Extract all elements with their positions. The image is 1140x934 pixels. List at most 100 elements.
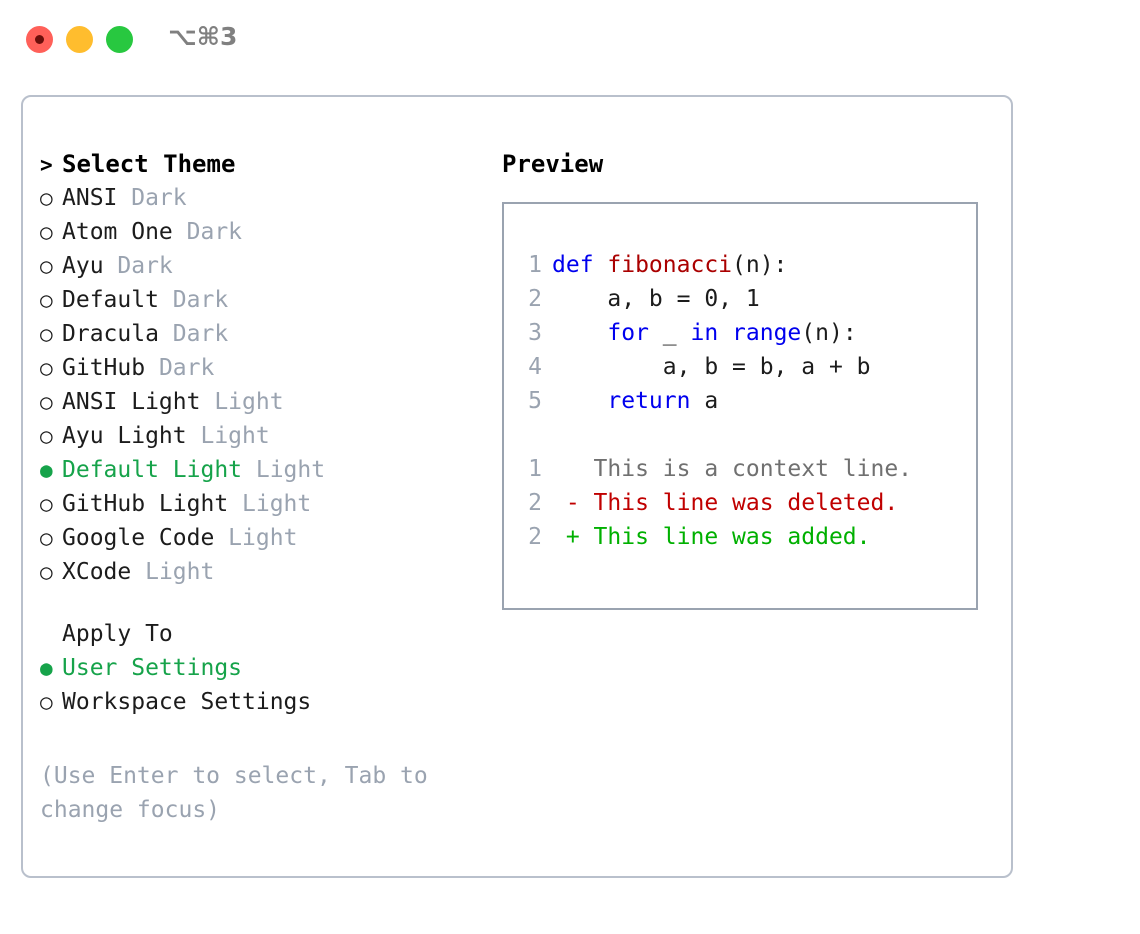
radio-unselected-icon: ○: [40, 526, 53, 550]
theme-name: Ayu Light: [62, 423, 187, 449]
diff-spacer: [516, 418, 968, 452]
diff-context-text: This is a context line.: [552, 456, 913, 482]
diff-line: 2 + This line was added.: [516, 520, 968, 554]
theme-list-item[interactable]: ○ Ayu Dark: [40, 249, 480, 283]
close-window-button[interactable]: [26, 26, 53, 53]
line-number: 1: [528, 456, 542, 482]
theme-list-item[interactable]: ○GitHub Light Light: [40, 487, 480, 521]
diff-line: 1 This is a context line.: [516, 452, 968, 486]
theme-kind-label: Dark: [145, 355, 215, 381]
theme-name: GitHub Light: [62, 491, 229, 517]
apply-to-item[interactable]: ●User Settings: [40, 651, 480, 685]
theme-list-item[interactable]: ● Default Light Light: [40, 453, 480, 487]
code-token-keyword: range: [732, 320, 802, 346]
theme-kind-label: Light: [186, 423, 270, 449]
apply-to-item[interactable]: ○Workspace Settings: [40, 685, 480, 719]
minimize-window-button[interactable]: [66, 26, 93, 53]
hint-spacer: [40, 719, 480, 753]
theme-name: Dracula: [62, 321, 159, 347]
code-line: 3 for _ in range(n):: [516, 316, 968, 350]
theme-kind-label: Light: [131, 559, 215, 585]
line-number: 2: [528, 490, 542, 516]
theme-list-item[interactable]: ○ANSI Dark: [40, 181, 480, 215]
radio-unselected-icon: ○: [40, 322, 53, 346]
code-token-plain: (n):: [732, 252, 788, 278]
code-line: 5 return a: [516, 384, 968, 418]
code-line: 4 a, b = b, a + b: [516, 350, 968, 384]
code-token-keyword: for: [607, 320, 649, 346]
maximize-window-button[interactable]: [106, 26, 133, 53]
code-token-plain: _: [648, 320, 691, 346]
theme-kind-label: Light: [242, 457, 326, 483]
code-token-plain: a: [690, 388, 719, 414]
theme-name: Ayu: [62, 253, 104, 279]
keyboard-hint: (Use Enter to select, Tab to change focu…: [40, 763, 428, 823]
theme-kind-label: Dark: [158, 287, 229, 313]
apply-to-label: Apply To: [62, 621, 173, 647]
main-panel: >Select Theme ○ANSI Dark○Atom One Dark○A…: [21, 95, 1013, 878]
theme-name: GitHub: [62, 355, 146, 381]
theme-list: ○ANSI Dark○Atom One Dark○Ayu Dark○Defaul…: [40, 181, 480, 589]
code-token-plain: (n):: [801, 320, 857, 346]
diff-line: 2 - This line was deleted.: [516, 486, 968, 520]
code-token-plain: [552, 388, 607, 414]
theme-kind-label: Dark: [103, 253, 173, 279]
theme-name: XCode: [62, 559, 132, 585]
theme-kind-label: Light: [214, 525, 298, 551]
theme-list-item[interactable]: ○Ayu Light Light: [40, 419, 480, 453]
apply-to-header: ○Apply To: [40, 617, 480, 651]
line-number: 2: [528, 286, 542, 312]
theme-kind-label: Light: [200, 389, 284, 415]
theme-kind-label: Dark: [117, 185, 187, 211]
line-number: 2: [528, 524, 542, 550]
theme-kind-label: Dark: [172, 219, 243, 245]
blank-marker-icon: ○: [40, 617, 62, 651]
theme-name: ANSI Light: [62, 389, 201, 415]
theme-list-item[interactable]: ○ XCode Light: [40, 555, 480, 589]
code-token-keyword: return: [607, 388, 691, 414]
page-title: Select Theme: [62, 150, 236, 178]
diff-deleted-text: - This line was deleted.: [552, 490, 899, 516]
radio-unselected-icon: ○: [40, 220, 53, 244]
theme-list-item[interactable]: ○Google Code Light: [40, 521, 480, 555]
theme-name: Default: [62, 287, 159, 313]
theme-list-item[interactable]: ○ Dracula Dark: [40, 317, 480, 351]
window-titlebar: ⌥⌘3: [0, 0, 1140, 78]
code-token-plain: [718, 320, 732, 346]
theme-list-item[interactable]: ○ Default Dark: [40, 283, 480, 317]
theme-picker-header: > Select Theme: [40, 147, 480, 181]
theme-name: ANSI: [62, 185, 118, 211]
radio-unselected-icon: ○: [40, 560, 53, 584]
line-number: 5: [528, 388, 542, 414]
radio-selected-icon: ●: [40, 458, 53, 482]
code-token-plain: a, b = b, a + b: [552, 354, 871, 380]
radio-unselected-icon: ○: [40, 288, 53, 312]
section-spacer: [40, 589, 480, 617]
code-token-keyword: in: [690, 320, 719, 346]
theme-list-item[interactable]: ○Atom One Dark: [40, 215, 480, 249]
radio-unselected-icon: ○: [40, 254, 53, 278]
theme-list-item[interactable]: ○ANSI Light Light: [40, 385, 480, 419]
code-line: 2 a, b = 0, 1: [516, 282, 968, 316]
prompt-caret-icon: >: [40, 153, 53, 177]
theme-kind-label: Dark: [158, 321, 229, 347]
diff-added-text: + This line was added.: [552, 524, 871, 550]
apply-to-list: ●User Settings○Workspace Settings: [40, 651, 480, 719]
radio-selected-icon: ●: [40, 656, 53, 680]
theme-list-item[interactable]: ○ GitHub Dark: [40, 351, 480, 385]
theme-name: Default Light: [62, 457, 243, 483]
radio-unselected-icon: ○: [40, 356, 53, 380]
diff-block: 1 This is a context line.2 - This line w…: [516, 452, 968, 554]
window-title: ⌥⌘3: [168, 22, 238, 51]
line-number: 4: [528, 354, 542, 380]
line-number: 1: [528, 252, 542, 278]
theme-picker: >Select Theme ○ANSI Dark○Atom One Dark○A…: [40, 147, 480, 827]
line-number: 3: [528, 320, 542, 346]
code-token-function: fibonacci: [607, 252, 733, 278]
